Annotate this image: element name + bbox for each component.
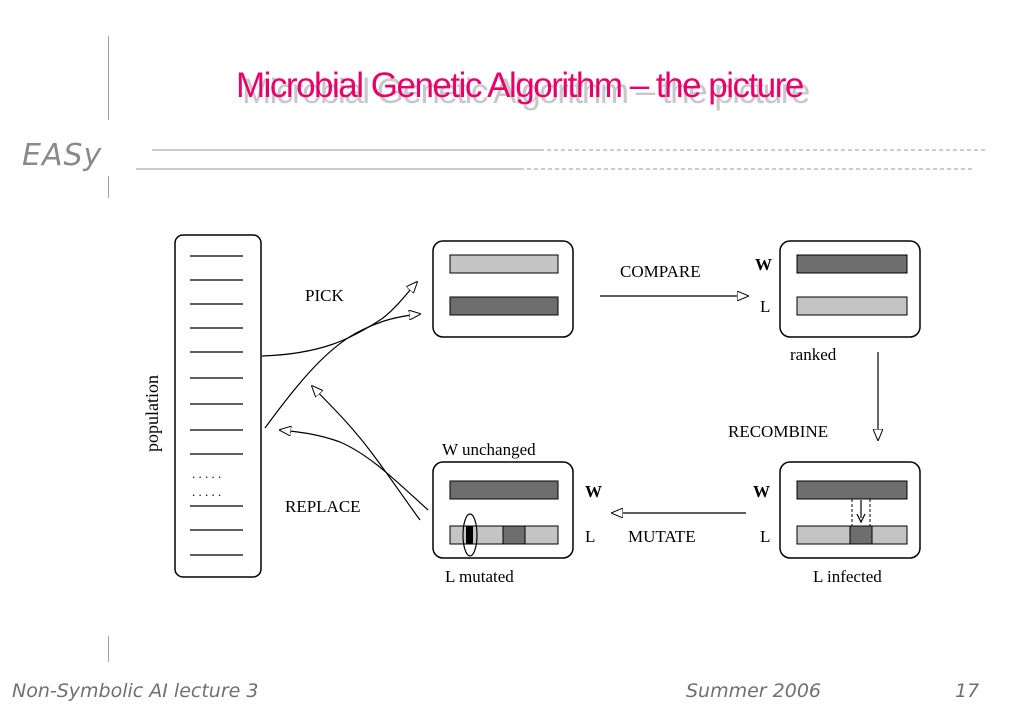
infected-l-label: L xyxy=(760,527,770,546)
footer-lecture: Non-Symbolic AI lecture 3 xyxy=(12,680,259,702)
header-divider-vertical-lower xyxy=(108,176,109,198)
slide-title-shadow: Microbial Genetic Algorithm – the pictur… xyxy=(242,72,810,111)
pick-label: PICK xyxy=(305,286,344,305)
mutated-l-label: L xyxy=(585,527,595,546)
population-dots-2: . . . . . xyxy=(192,484,221,499)
page-number: 17 xyxy=(955,680,980,702)
ranked-w-label: W xyxy=(755,255,772,274)
header-divider-vertical xyxy=(108,36,109,120)
mutated-w-label: W xyxy=(585,482,602,501)
replace-branch-curve xyxy=(312,386,421,521)
mutated-w-unchanged-label: W unchanged xyxy=(442,440,536,459)
infected-winner-bar xyxy=(796,480,908,500)
mutation-marker xyxy=(462,513,478,557)
pick-arrow-upper xyxy=(261,282,417,357)
mutated-infected-segment xyxy=(502,525,526,545)
slide-title-text: Microbial Genetic Algorithm – the pictur… xyxy=(236,66,804,105)
picked-genotype-b xyxy=(449,296,559,316)
footer-divider-vertical xyxy=(108,636,109,662)
ranked-label: ranked xyxy=(790,345,837,364)
mutated-label: L mutated xyxy=(445,567,514,586)
population-box xyxy=(174,234,262,578)
picked-genotype-a xyxy=(449,254,559,274)
infection-arrow xyxy=(856,500,866,524)
mutate-label: MUTATE xyxy=(628,527,696,546)
compare-label: COMPARE xyxy=(620,262,701,281)
infected-label: L infected xyxy=(813,567,882,586)
population-individuals xyxy=(190,255,243,556)
infected-w-label: W xyxy=(753,482,770,501)
easy-logo: EASy xyxy=(22,138,103,173)
slide-title: Microbial Genetic Algorithm – the pictur… xyxy=(236,66,936,116)
population-label: population xyxy=(142,375,162,452)
replace-return-curve xyxy=(280,430,429,511)
footer-date: Summer 2006 xyxy=(686,680,822,702)
ranked-loser-bar xyxy=(796,296,908,316)
population-dots-1: . . . . . xyxy=(192,466,221,481)
mutated-winner-bar xyxy=(449,480,559,500)
mutated-bit xyxy=(466,526,473,544)
pick-arrow-lower xyxy=(264,314,420,429)
header-rules xyxy=(136,149,985,170)
replace-label: REPLACE xyxy=(285,497,361,516)
ranked-l-label: L xyxy=(760,297,770,316)
ranked-winner-bar xyxy=(796,254,908,274)
infected-segment xyxy=(849,525,873,545)
recombine-label: RECOMBINE xyxy=(728,422,828,441)
